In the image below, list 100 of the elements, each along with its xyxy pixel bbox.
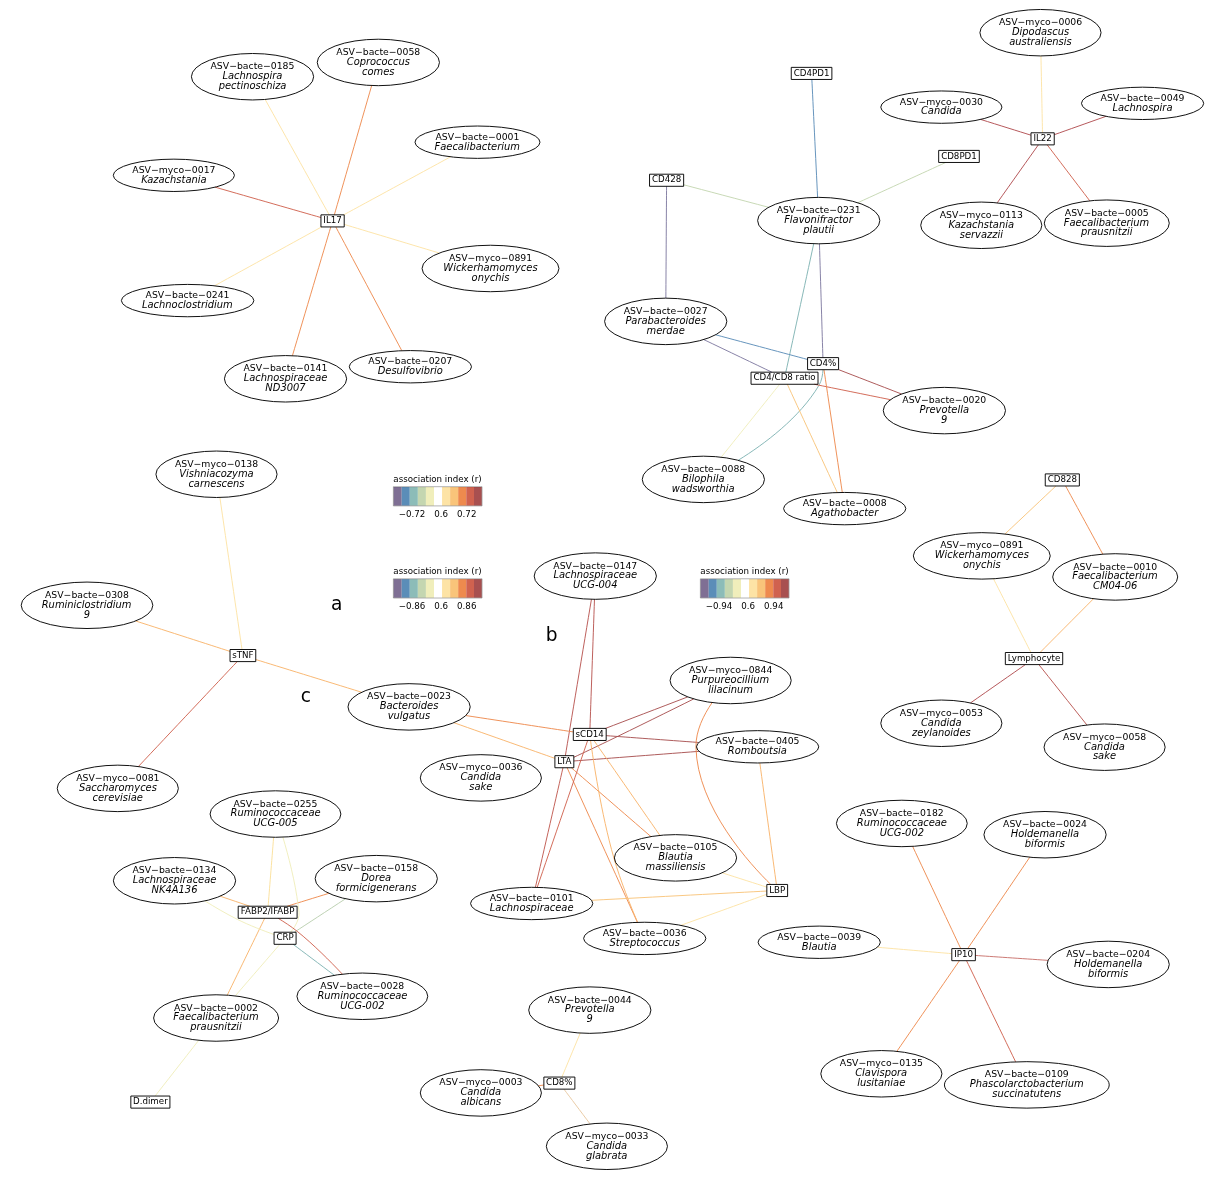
connector — [965, 960, 1016, 1063]
node-ellipse: ASV−myco−0891 Wickerhamomyces onychis — [421, 244, 559, 293]
node-box: IP10 — [950, 948, 976, 962]
node-box: Lymphocyte — [1004, 652, 1063, 666]
node-box: CRP — [273, 931, 297, 945]
node-ellipse: ASV−myco−0844 Purpureocillium lilacinum — [669, 656, 792, 705]
node-ellipse: ASV−bacte−0024 Holdemanella biformis — [982, 811, 1107, 859]
label: association index (r) — [699, 566, 789, 577]
node-ellipse: ASV−myco−0113 Kazachstania servazzii — [919, 201, 1042, 249]
node-ellipse: ASV−bacte−0020 Prevotella 9 — [882, 386, 1006, 435]
connector — [286, 892, 329, 907]
node-ellipse: ASV−bacte−0109 Phascolarctobacterium succinatutens — [943, 1061, 1110, 1109]
connector — [593, 740, 660, 836]
node-ellipse: ASV−bacte−0105 Blautia massiliensis — [613, 834, 737, 882]
connector — [974, 955, 1048, 961]
label: c — [300, 685, 311, 707]
connector — [589, 598, 595, 729]
connector — [856, 162, 946, 204]
node-box: sCD14 — [572, 727, 607, 741]
connector — [895, 960, 960, 1052]
connector — [758, 762, 777, 885]
label: 0.72 — [456, 509, 476, 520]
connector — [590, 890, 767, 901]
node-ellipse: ASV−bacte−0405 Romboutsia — [695, 730, 819, 764]
node-ellipse: ASV−bacte−0101 Lachnospiraceae — [469, 886, 593, 921]
node-box: CD828 — [1044, 473, 1080, 487]
connector — [277, 917, 343, 975]
connector — [1040, 55, 1043, 134]
node-ellipse: ASV−myco−0030 Candida — [879, 90, 1002, 124]
connector — [784, 243, 814, 373]
node-ellipse: ASV−bacte−0147 Lachnospiraceae UCG-004 — [533, 552, 657, 600]
label: −0.72 — [398, 509, 425, 520]
connector — [589, 740, 638, 923]
connector — [572, 698, 694, 758]
node-ellipse: ASV−myco−0891 Wickerhamomyces onychis — [912, 532, 1051, 580]
connector — [1064, 485, 1103, 555]
connector — [1037, 664, 1087, 726]
node-ellipse: ASV−bacte−0008 Agathobacter — [782, 491, 906, 526]
connector — [214, 186, 321, 219]
connector — [720, 383, 780, 458]
node-ellipse: ASV−myco−0036 Candida sake — [419, 754, 542, 802]
node-ellipse: ASV−bacte−0182 Ruminococcaceae UCG-002 — [835, 799, 968, 848]
node-ellipse: ASV−bacte−0231 Flavonifractor plautii — [756, 196, 880, 245]
connector — [264, 99, 330, 216]
connector — [966, 856, 1030, 949]
node-box: IL22 — [1030, 132, 1055, 146]
connector — [560, 1032, 581, 1078]
label: association index (r) — [392, 566, 482, 577]
connector — [786, 383, 838, 493]
connector — [1046, 144, 1090, 202]
connector — [204, 900, 274, 935]
connector — [737, 369, 823, 461]
connector — [334, 226, 402, 352]
node-ellipse: ASV−bacte−0134 Lachnospiraceae NK4A136 — [112, 857, 236, 905]
label: association index (r) — [392, 474, 482, 485]
connector — [134, 620, 230, 652]
connector — [566, 767, 638, 923]
connector — [563, 1088, 591, 1125]
connector — [969, 664, 1026, 704]
connector — [293, 898, 346, 933]
connector — [721, 872, 767, 888]
connector — [604, 696, 688, 729]
connector — [979, 119, 1031, 136]
connector — [234, 943, 280, 997]
connector — [267, 836, 274, 907]
label: a — [330, 593, 342, 615]
connector — [534, 767, 563, 888]
node-ellipse: ASV−bacte−0027 Parabacteroides merdae — [603, 297, 727, 346]
node-ellipse: ASV−bacte−0141 Lachnospiraceae ND3007 — [223, 355, 347, 403]
node-box: CD8PD1 — [937, 149, 980, 163]
connector — [810, 79, 818, 198]
node-box: D.dimer — [129, 1095, 170, 1109]
label: −0.86 — [398, 601, 425, 612]
label: 0.94 — [763, 601, 783, 612]
node-ellipse: ASV−myco−0058 Candida sake — [1043, 723, 1166, 771]
connector — [992, 578, 1031, 653]
node-ellipse: ASV−myco−0135 Clavispora lusitaniae — [819, 1050, 942, 1098]
connector — [154, 1039, 199, 1097]
node-box: CD4% — [806, 357, 839, 371]
connector — [1004, 485, 1056, 535]
connector — [564, 598, 592, 757]
node-ellipse: ASV−myco−0033 Candida glabrata — [545, 1122, 668, 1170]
node-ellipse: ASV−bacte−0088 Bilophila wadsworthia — [641, 455, 765, 504]
node-ellipse: ASV−bacte−0207 Desulfovibrio — [348, 350, 472, 384]
connector — [464, 715, 574, 733]
connector — [1039, 598, 1094, 653]
node-ellipse: ASV−bacte−0010 Faecalibacterium CM04-06 — [1051, 553, 1178, 601]
node-box: CD4PD1 — [790, 66, 832, 80]
connector — [213, 226, 322, 287]
label: 0.86 — [456, 601, 476, 612]
node-box: LBP — [765, 883, 788, 897]
connector — [996, 144, 1039, 204]
connector — [291, 226, 331, 357]
connector — [605, 735, 699, 743]
connector — [281, 836, 300, 933]
node-box: FABP2/IFABP — [237, 905, 298, 919]
connector — [342, 156, 451, 216]
node-box: IL17 — [320, 214, 345, 228]
connector — [453, 722, 555, 759]
connector — [572, 750, 699, 762]
